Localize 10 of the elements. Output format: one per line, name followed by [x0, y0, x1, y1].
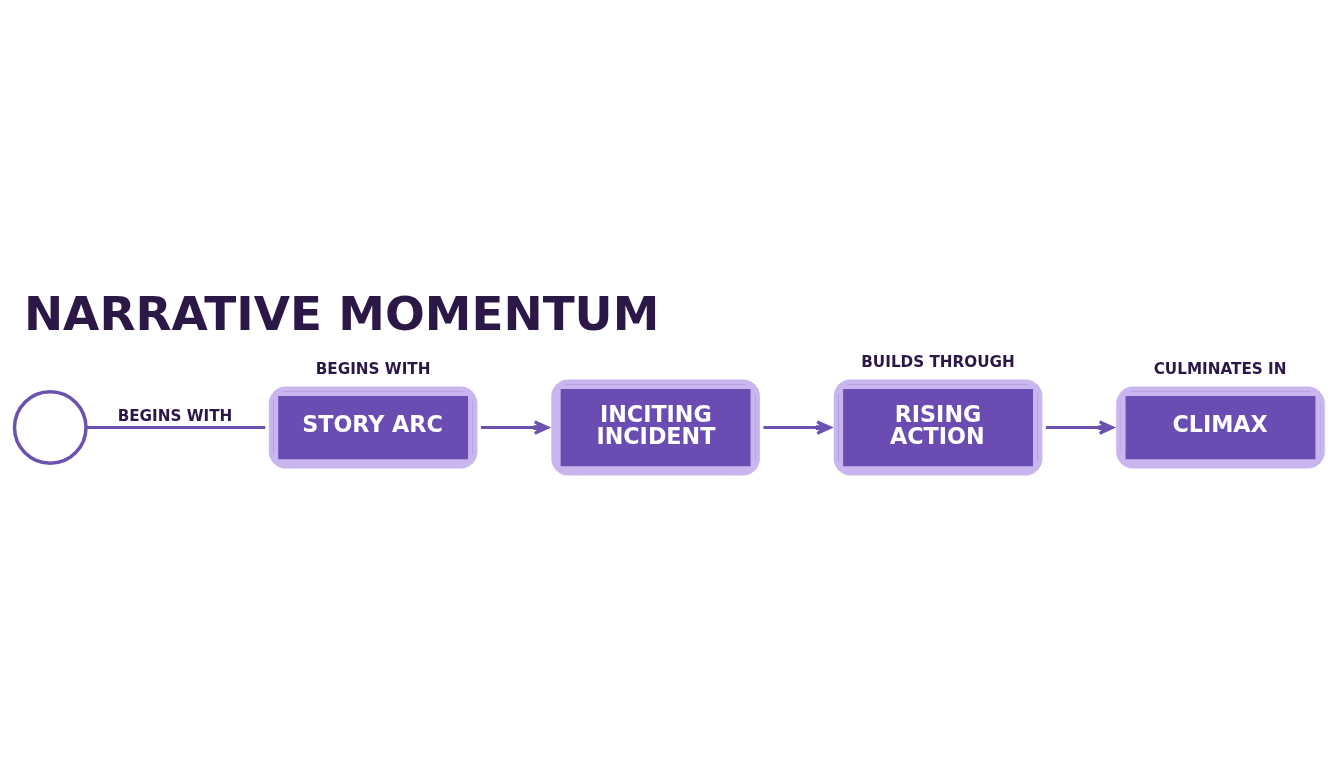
edge-label: BEGINS WITH — [117, 406, 233, 425]
node-circle — [12, 389, 88, 465]
arrow — [1045, 419, 1115, 435]
node-label: CULMINATES IN — [1153, 359, 1287, 378]
connector — [86, 425, 266, 429]
diagram-title: NARRATIVE MOMENTUM — [23, 285, 660, 341]
arrow — [480, 419, 550, 435]
node-label: BUILDS THROUGH — [861, 352, 1015, 371]
node-label: BEGINS WITH — [315, 359, 431, 378]
arrow — [763, 419, 832, 435]
